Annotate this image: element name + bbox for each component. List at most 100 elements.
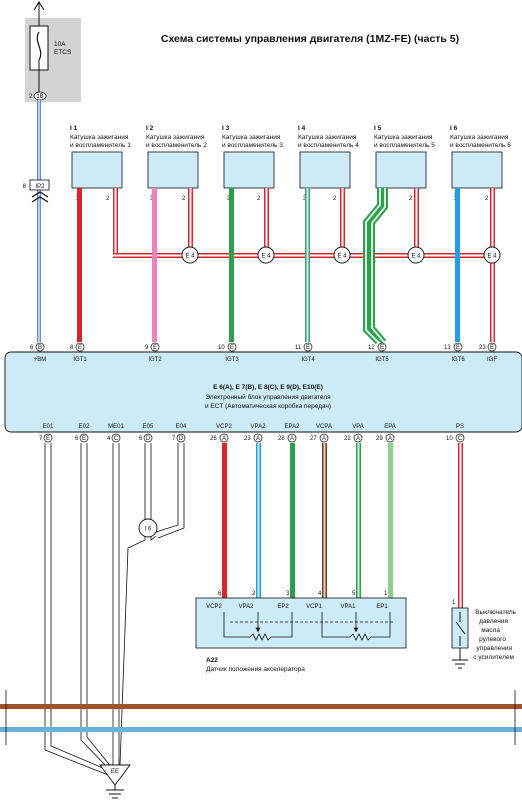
coil-name-1: Катушка зажигания bbox=[374, 134, 433, 141]
coil-name-1: Катушка зажигания bbox=[298, 134, 357, 141]
coil-pin-b: 2 bbox=[409, 196, 413, 202]
ground-label: EE bbox=[111, 769, 119, 775]
pin-connector-badge bbox=[487, 342, 497, 352]
coil-id: I 4 bbox=[298, 125, 306, 132]
wire-vcpa-stripe bbox=[323, 443, 326, 598]
pin-name: E04 bbox=[176, 424, 187, 430]
e4-junction bbox=[483, 246, 501, 264]
wire-igt2 bbox=[152, 188, 157, 342]
e4-label: E 4 bbox=[411, 254, 421, 260]
sensor-pin-name: VPA2 bbox=[239, 604, 255, 610]
pin-num: 8 bbox=[70, 345, 74, 351]
pin-num: 26 bbox=[210, 436, 217, 442]
igf-bus bbox=[113, 188, 495, 342]
sensor-pin-num: 3 bbox=[286, 591, 290, 597]
coil-id: I 1 bbox=[70, 125, 78, 132]
ip2-pin: 8 bbox=[23, 184, 27, 190]
pin-num: 23 bbox=[244, 436, 251, 442]
e4-label: E 4 bbox=[337, 254, 347, 260]
coil-box bbox=[299, 151, 351, 189]
pin-name: VPA bbox=[352, 424, 364, 430]
ecu-name: Электронный блок управления двигателя bbox=[205, 393, 331, 401]
pin-conn: C bbox=[458, 436, 463, 442]
pin-name: E02 bbox=[79, 424, 90, 430]
pin-name: IGT3 bbox=[225, 357, 239, 363]
wire-ps-stripe bbox=[459, 443, 462, 608]
ps-line-4: рулевого bbox=[479, 636, 506, 643]
pin-connector-badge bbox=[219, 433, 229, 443]
pin-name: IGT1 bbox=[73, 357, 87, 363]
e4-junction bbox=[257, 246, 275, 264]
sensor-pins: 6 VCP2 2 VPA2 3 EP2 4 VCP1 5 VPA1 1 EP1 bbox=[206, 591, 388, 610]
sensor-pin-name: VCP2 bbox=[206, 604, 222, 610]
pin-num: 10 bbox=[446, 436, 453, 442]
fuse-name: ETCS bbox=[54, 49, 72, 56]
pin-connector-badge bbox=[111, 433, 121, 443]
pin-num: 9 bbox=[145, 345, 149, 351]
pin-name: IGT6 bbox=[451, 357, 465, 363]
sensor-pin-name: VCP1 bbox=[306, 604, 322, 610]
sensor-pin-num: 1 bbox=[384, 591, 388, 597]
ps-line-6: с усилителем bbox=[473, 654, 514, 661]
wire-igt1 bbox=[77, 188, 82, 342]
sensor-name: Датчик положения акселератора bbox=[206, 666, 305, 673]
pin-conn: E bbox=[78, 345, 82, 351]
pin-num: 10 bbox=[218, 345, 225, 351]
pin-num: 13 bbox=[444, 345, 451, 351]
pin-connector-badge bbox=[319, 433, 329, 443]
e4-label: E 4 bbox=[487, 254, 497, 260]
coil-id: I 3 bbox=[222, 125, 230, 132]
pin-conn: A bbox=[388, 436, 392, 442]
pin-connector-badge bbox=[35, 342, 45, 352]
coil-box bbox=[375, 151, 427, 189]
pin-name: IGT5 bbox=[375, 357, 389, 363]
pin-conn: E bbox=[46, 436, 50, 442]
sensor-pin-num: 5 bbox=[352, 591, 356, 597]
pin-conn: D bbox=[179, 436, 184, 442]
coil-pin-b: 2 bbox=[257, 196, 261, 202]
ps-switch-label: Выключатель давления масла рулевого упра… bbox=[473, 609, 516, 661]
pin-connector-badge bbox=[303, 342, 313, 352]
coil-6: I 6 Катушка зажигания и воспламенитель 6… bbox=[450, 125, 511, 202]
wire-bm-stripe bbox=[38, 100, 40, 342]
pin-conn: A bbox=[290, 436, 294, 442]
ps-line-5: управления bbox=[477, 645, 513, 652]
pin-num: 11 bbox=[295, 345, 302, 351]
sensor-pin-num: 4 bbox=[318, 591, 322, 597]
pin-conn: E bbox=[456, 345, 460, 351]
bus-blue bbox=[0, 727, 522, 732]
coil-name-2: и воспламенитель 6 bbox=[450, 142, 511, 149]
sensor-pin-name: EP2 bbox=[277, 604, 289, 610]
sensor-pin-num: 6 bbox=[218, 591, 222, 597]
sensor-a22-box bbox=[195, 597, 407, 649]
pin-num: 6 bbox=[139, 436, 143, 442]
pin-name: E05 bbox=[143, 424, 154, 430]
ip2-chevron-icon bbox=[31, 191, 49, 203]
ground-icon bbox=[106, 789, 124, 799]
wire-igt6 bbox=[455, 188, 460, 342]
coil-name-2: и воспламенитель 5 bbox=[374, 142, 435, 149]
pin-name: IGF bbox=[487, 357, 497, 363]
wire-epa bbox=[388, 443, 393, 598]
coil-name-2: и воспламенитель 2 bbox=[146, 142, 207, 149]
pin-name: VCP2 bbox=[216, 424, 232, 430]
pin-name: EPA2 bbox=[285, 424, 301, 430]
coil-box bbox=[451, 151, 503, 189]
pin-connector-badge bbox=[353, 433, 363, 443]
pin-connector-badge bbox=[227, 342, 237, 352]
coil-pin-b: 2 bbox=[182, 196, 186, 202]
switch-icon bbox=[455, 612, 466, 646]
pin-num: 6 bbox=[30, 345, 34, 351]
pin-connector-badge bbox=[176, 433, 186, 443]
pin-conn: E bbox=[490, 345, 494, 351]
pin-conn: E bbox=[306, 345, 310, 351]
pin-name: IGT4 bbox=[301, 357, 315, 363]
sensor-pin-num: 2 bbox=[252, 591, 256, 597]
pin-connector-badge bbox=[79, 433, 89, 443]
coil-id: I 6 bbox=[450, 125, 458, 132]
wire-igt5-stripe bbox=[365, 188, 381, 343]
pin-conn: E bbox=[380, 345, 384, 351]
pin-num: 28 bbox=[278, 436, 285, 442]
pin-num: 27 bbox=[310, 436, 317, 442]
